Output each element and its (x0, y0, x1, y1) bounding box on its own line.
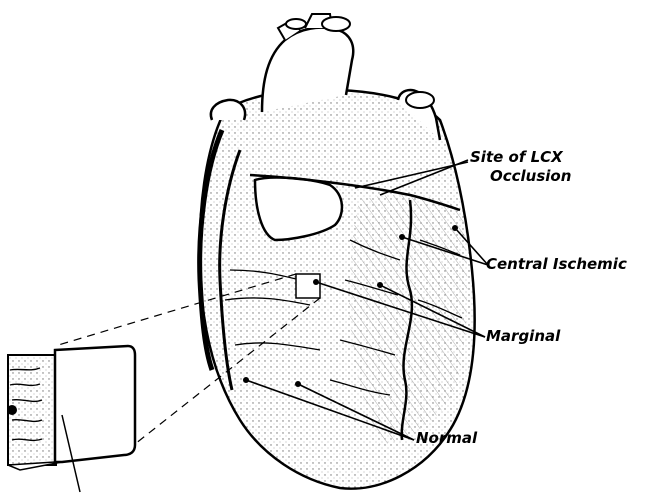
label-site-of-lcx: Site of LCX (470, 149, 563, 166)
label-central-ischemic: Central Ischemic (486, 256, 627, 273)
label-marginal: Marginal (486, 328, 560, 345)
sample-box (296, 274, 320, 298)
enlarged-block-dot (7, 405, 17, 415)
left-vessel (211, 100, 245, 120)
branch-opening (286, 19, 306, 29)
pulmonary-opening (406, 92, 434, 108)
label-normal: Normal (416, 430, 477, 447)
label-occlusion: Occlusion (490, 168, 571, 185)
enlarged-block-front (55, 346, 135, 462)
aortic-opening (322, 17, 350, 31)
